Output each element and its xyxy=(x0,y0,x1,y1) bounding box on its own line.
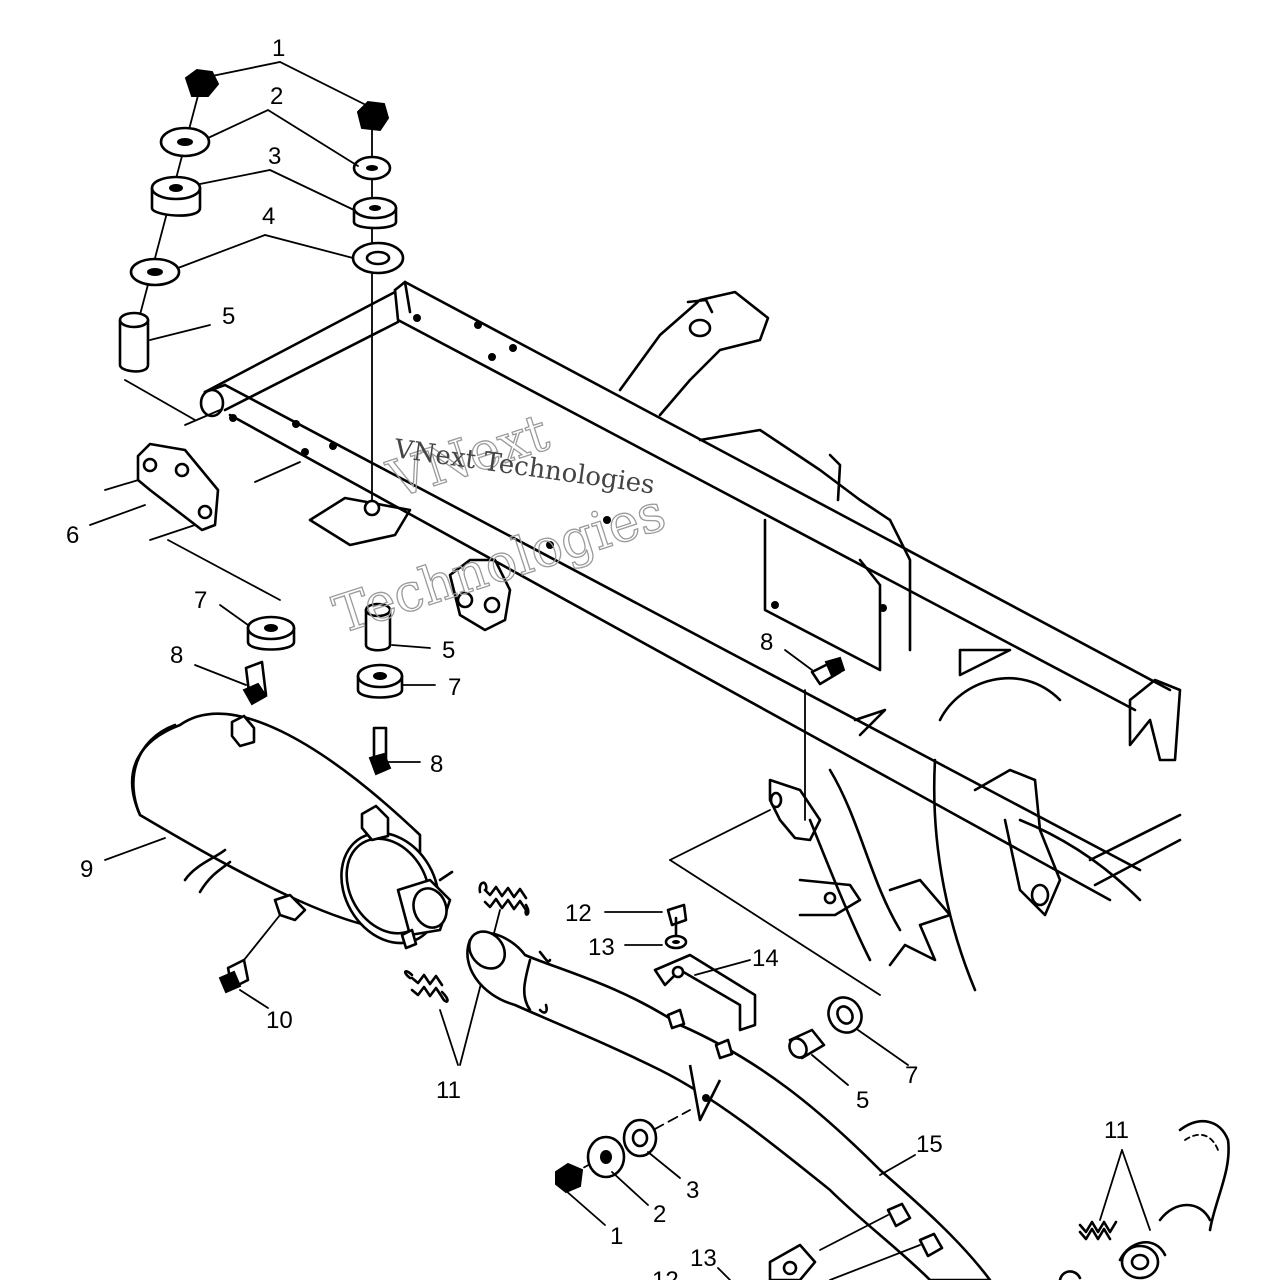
spacer-stack-center xyxy=(356,602,404,776)
callout-4: 4 xyxy=(262,203,275,230)
callout-2: 2 xyxy=(270,83,283,110)
nut-part xyxy=(356,100,390,132)
watermark: VNext Technologies VNext Technologies xyxy=(326,402,673,646)
spacer-stack-left xyxy=(167,539,296,706)
callout-7: 7 xyxy=(194,587,207,614)
callout-5: 5 xyxy=(856,1087,869,1114)
callout-1: 1 xyxy=(272,35,285,62)
leader-lines xyxy=(89,61,916,1280)
callout-12: 12 xyxy=(652,1267,679,1280)
callout-3: 3 xyxy=(268,143,281,170)
callout-11: 11 xyxy=(436,1077,461,1104)
callout-1: 1 xyxy=(610,1223,623,1250)
callout-13: 13 xyxy=(588,934,615,961)
rear-pipe-section xyxy=(1058,1120,1230,1280)
callout-5: 5 xyxy=(442,637,455,664)
callout-12: 12 xyxy=(565,900,592,927)
callout-11: 11 xyxy=(1104,1117,1129,1144)
callout-labels: 1 2 3 4 5 6 7 8 5 7 8 8 9 10 11 12 13 14… xyxy=(66,35,1129,1280)
callout-8: 8 xyxy=(170,642,183,669)
callout-13: 13 xyxy=(690,1245,717,1272)
callout-8: 8 xyxy=(430,751,443,778)
callout-7: 7 xyxy=(448,674,461,701)
callout-3: 3 xyxy=(686,1177,699,1204)
callout-15: 15 xyxy=(916,1131,943,1158)
springs-11 xyxy=(403,881,530,1066)
callout-7: 7 xyxy=(905,1062,918,1089)
bolt-8-right xyxy=(810,656,846,686)
mount-bracket-6 xyxy=(124,379,220,532)
pipe-hardware-1-2-3 xyxy=(555,1109,691,1194)
nut-part xyxy=(184,68,220,97)
callout-9: 9 xyxy=(80,856,93,883)
callout-2: 2 xyxy=(653,1201,666,1228)
chassis-frame xyxy=(104,280,1182,996)
left-mount-hardware xyxy=(118,68,220,373)
bracket-14 xyxy=(653,903,757,1060)
callout-5: 5 xyxy=(222,303,235,330)
muffler-9 xyxy=(130,712,454,994)
callout-10: 10 xyxy=(266,1007,293,1034)
callout-6: 6 xyxy=(66,522,79,549)
callout-14: 14 xyxy=(752,945,779,972)
spacer-5-7-pipe xyxy=(788,996,863,1060)
callout-8: 8 xyxy=(760,629,773,656)
